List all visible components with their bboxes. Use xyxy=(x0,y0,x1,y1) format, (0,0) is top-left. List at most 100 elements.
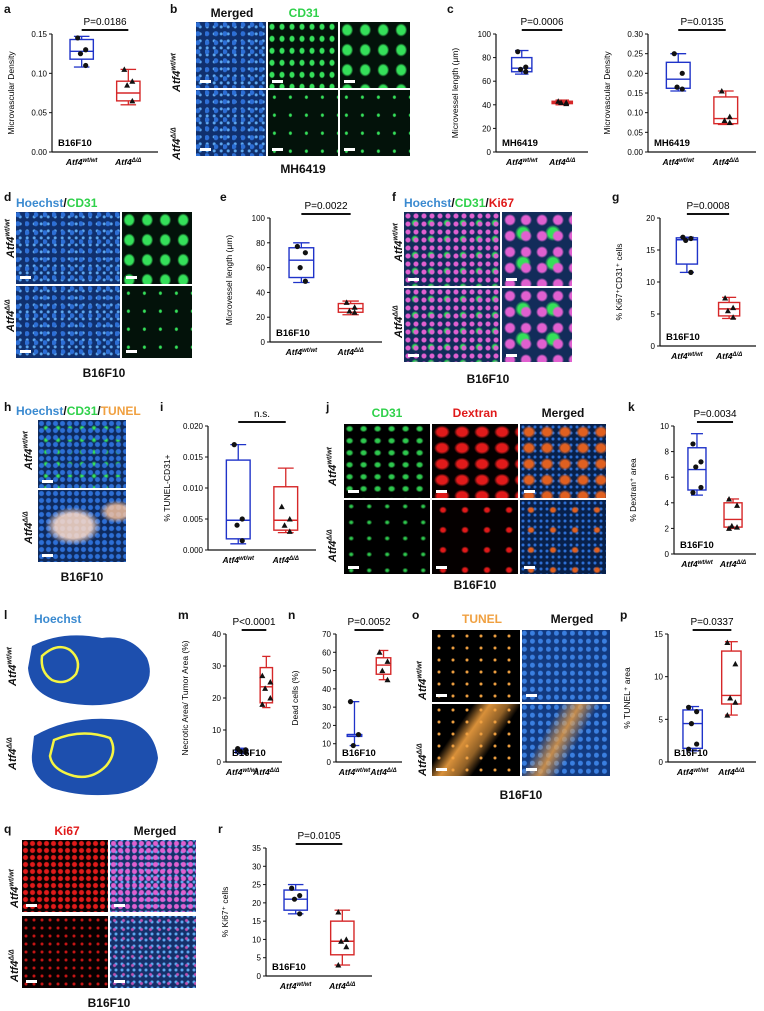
y-tick-label-p: 15 xyxy=(654,630,663,639)
data-point-m xyxy=(267,695,274,701)
data-point-i xyxy=(239,516,245,522)
data-point-c2 xyxy=(721,117,728,124)
panel-label-i: i xyxy=(160,400,164,414)
data-point-k xyxy=(726,525,733,531)
data-point-c2 xyxy=(726,113,733,120)
panel-j-cd31-ko xyxy=(344,500,430,574)
panel-b-merged-wt xyxy=(196,22,266,88)
y-label-r: % Ki67⁺ cells xyxy=(220,887,230,938)
data-point-c1 xyxy=(563,100,570,107)
x-tick-label-a: Atf4Δ/Δ xyxy=(114,157,141,167)
panel-o-row-wt: Atf4wt/wt xyxy=(416,661,429,700)
panel-j-caption: B16F10 xyxy=(453,578,497,592)
data-point-c1 xyxy=(515,49,521,55)
y-tick-label-n: 10 xyxy=(322,740,331,749)
p-value-m: P<0.0001 xyxy=(232,617,276,628)
panel-j-title-merged: Merged xyxy=(541,406,585,420)
y-tick-label-n: 40 xyxy=(322,685,331,694)
data-point-e xyxy=(343,299,350,305)
y-tick-label-k: 10 xyxy=(660,422,669,431)
y-tick-label-e: 80 xyxy=(256,239,265,248)
panel-o-row-ko: Atf4Δ/Δ xyxy=(416,743,429,776)
y-tick-label-a: 0.05 xyxy=(31,109,47,118)
y-label-p: % TUNEL⁺ area xyxy=(622,667,632,729)
data-point-e xyxy=(302,278,308,284)
panel-j-dextran-ko xyxy=(432,500,518,574)
data-point-c2 xyxy=(679,86,685,92)
y-tick-label-k: 6 xyxy=(665,473,670,482)
y-tick-label-k: 0 xyxy=(665,550,670,559)
data-point-e xyxy=(346,308,353,314)
x-tick-label-g: Atf4Δ/Δ xyxy=(715,351,742,361)
box-c2 xyxy=(713,96,739,125)
data-point-p xyxy=(694,741,700,747)
box-a xyxy=(115,80,141,102)
data-point-n xyxy=(376,649,383,655)
p-value-c2: P=0.0135 xyxy=(680,17,724,28)
panel-o-merged-ko xyxy=(522,704,610,776)
inset-label-m: B16F10 xyxy=(232,748,266,759)
data-point-i xyxy=(278,503,285,510)
y-tick-label-n: 70 xyxy=(322,630,331,639)
panel-label-n: n xyxy=(288,608,296,622)
panel-f-row-ko: Atf4Δ/Δ xyxy=(392,305,405,338)
panel-label-j: j xyxy=(326,400,330,414)
y-tick-label-m: 20 xyxy=(212,694,221,703)
y-label-i: % TUNEL-CD31+ xyxy=(162,454,172,521)
panel-l-sections xyxy=(28,635,159,796)
panel-d-row-wt: Atf4wt/wt xyxy=(4,219,17,258)
data-point-c2 xyxy=(679,70,685,76)
panel-h-caption: B16F10 xyxy=(60,570,104,584)
data-point-c2 xyxy=(671,51,677,57)
inset-label-c2: MH6419 xyxy=(654,138,690,149)
data-point-k xyxy=(698,484,704,491)
data-point-m xyxy=(262,685,269,691)
x-tick-label-e: Atf4wt/wt xyxy=(285,347,319,357)
data-point-a xyxy=(129,78,136,84)
y-label-e: Microvessel length (μm) xyxy=(224,235,234,326)
panel-label-g: g xyxy=(612,190,620,204)
p-value-p: P=0.0337 xyxy=(690,617,734,628)
data-point-r xyxy=(338,938,345,944)
box-c2 xyxy=(665,61,691,89)
data-point-r xyxy=(335,962,342,968)
data-point-n xyxy=(350,742,356,749)
y-tick-label-i: 0.000 xyxy=(183,546,204,555)
y-tick-label-g: 10 xyxy=(646,278,655,287)
p-value-k: P=0.0034 xyxy=(693,409,737,420)
y-tick-label-m: 40 xyxy=(212,630,221,639)
data-point-p xyxy=(686,704,692,710)
y-tick-label-c2: 0.05 xyxy=(627,128,643,137)
data-point-m xyxy=(237,748,244,755)
panel-label-k: k xyxy=(628,400,635,414)
data-point-k xyxy=(728,522,735,529)
data-point-k xyxy=(690,441,696,447)
box-g xyxy=(675,237,699,265)
data-point-a xyxy=(77,51,84,57)
y-label-c2: Microvascular Density xyxy=(602,51,612,135)
panel-b-caption: MH6419 xyxy=(280,162,326,176)
box-n xyxy=(375,657,392,675)
x-tick-label-i: Atf4Δ/Δ xyxy=(272,555,299,565)
data-point-e xyxy=(351,309,358,315)
panel-label-b: b xyxy=(170,2,178,16)
data-point-n xyxy=(347,699,354,705)
panel-q-row-ko: Atf4Δ/Δ xyxy=(8,949,21,982)
panel-b-zoom-wt xyxy=(340,22,410,88)
y-tick-label-k: 4 xyxy=(665,499,670,508)
y-tick-label-c1: 40 xyxy=(482,101,491,110)
data-point-c1 xyxy=(523,69,529,75)
x-tick-label-c2: Atf4wt/wt xyxy=(661,157,695,167)
y-tick-label-c2: 0.00 xyxy=(627,148,643,157)
box-p xyxy=(720,650,742,705)
y-tick-label-r: 25 xyxy=(252,881,261,890)
inset-label-r: B16F10 xyxy=(272,962,306,973)
data-point-n xyxy=(379,667,386,674)
y-tick-label-n: 50 xyxy=(322,667,331,676)
panel-f-zoom-wt xyxy=(502,212,572,286)
data-point-p xyxy=(686,746,692,752)
